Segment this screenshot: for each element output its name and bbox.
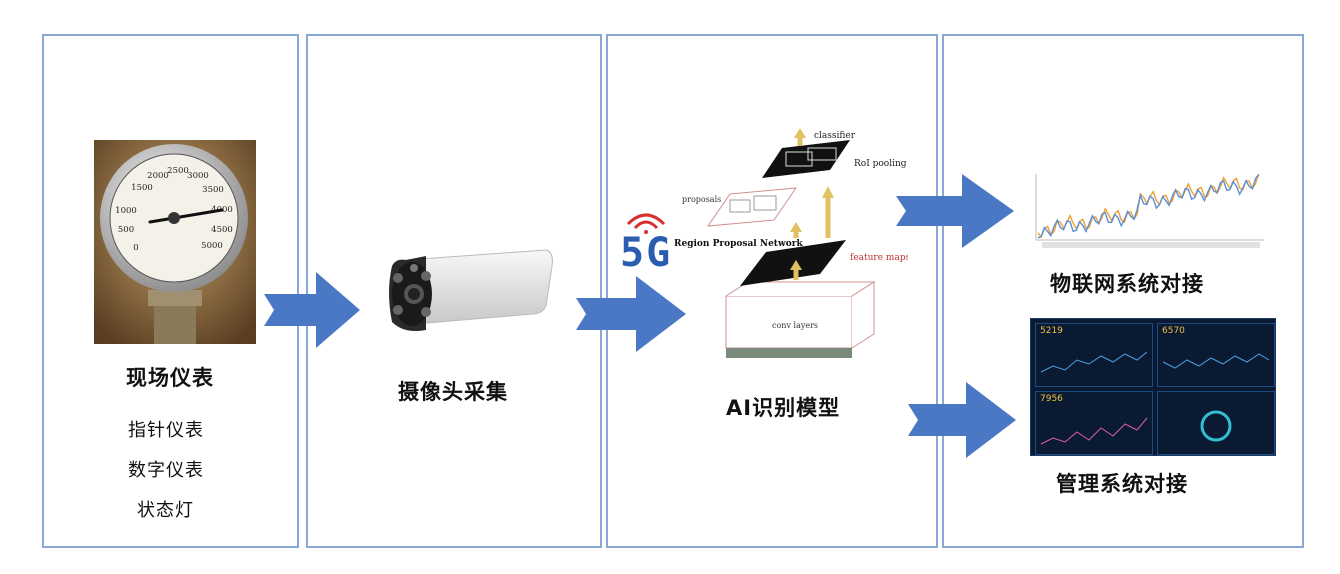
wifi-signal-icon [626, 213, 666, 234]
proposals-label: proposals [682, 195, 721, 204]
gauge-label-1500: 1500 [131, 183, 153, 193]
gauge-label-1000: 1000 [115, 206, 137, 216]
gauge-label-2500: 2500 [167, 166, 189, 176]
feature-maps-label: feature maps [850, 253, 908, 263]
meter-item-pointer: 指针仪表 [128, 420, 204, 441]
camera-title: 摄像头采集 [398, 380, 508, 404]
gauge-label-500: 500 [118, 225, 134, 235]
rpn-label: Region Proposal Network [674, 239, 803, 249]
gauge-label-2000: 2000 [147, 171, 169, 181]
camera-image [389, 249, 553, 331]
iot-line-chart-thumbnail [1024, 166, 1268, 258]
flow-arrow-3 [896, 174, 1014, 248]
flow-arrow-4 [908, 382, 1016, 458]
management-integration-title: 管理系统对接 [1056, 472, 1188, 496]
management-dashboard-thumbnail: 5219 6570 7956 [1030, 318, 1276, 456]
gauge-label-4500: 4500 [211, 225, 233, 235]
meter-item-digital: 数字仪表 [128, 460, 204, 481]
gauge-label-0: 0 [133, 243, 138, 253]
dashboard-stat-1: 5219 [1040, 326, 1063, 336]
gauge-label-5000: 5000 [201, 241, 223, 251]
flow-arrow-2 [576, 276, 686, 352]
meter-item-status-light: 状态灯 [137, 500, 194, 521]
flow-arrow-1 [264, 272, 360, 348]
gauge-label-3500: 3500 [202, 185, 224, 195]
conv-layers-label: conv layers [772, 321, 818, 330]
panel-integration: 物联网系统对接 5219 6570 7956 管理系统对接 [942, 34, 1304, 548]
dashboard-stat-2: 6570 [1162, 326, 1185, 336]
iot-integration-title: 物联网系统对接 [1050, 272, 1204, 296]
faster-rcnn-diagram: conv layers feature maps Region Proposal… [674, 128, 908, 358]
roi-pooling-label: RoI pooling [854, 159, 907, 169]
panel-field-meters: 1500 2000 2500 3000 3500 1000 500 0 4000… [42, 34, 299, 548]
dashboard-stat-3: 7956 [1040, 394, 1063, 404]
ai-model-title: AI识别模型 [726, 396, 841, 420]
5g-label: 5G [620, 230, 673, 276]
classifier-label: classifier [814, 131, 856, 141]
panel-camera: 摄像头采集 [306, 34, 602, 548]
panel-ai-model: 5G conv layers feature maps Region Propo… [606, 34, 938, 548]
meter-title: 现场仪表 [126, 366, 214, 390]
gauge-label-3000: 3000 [187, 171, 209, 181]
pressure-gauge-image: 1500 2000 2500 3000 3500 1000 500 0 4000… [94, 140, 256, 344]
